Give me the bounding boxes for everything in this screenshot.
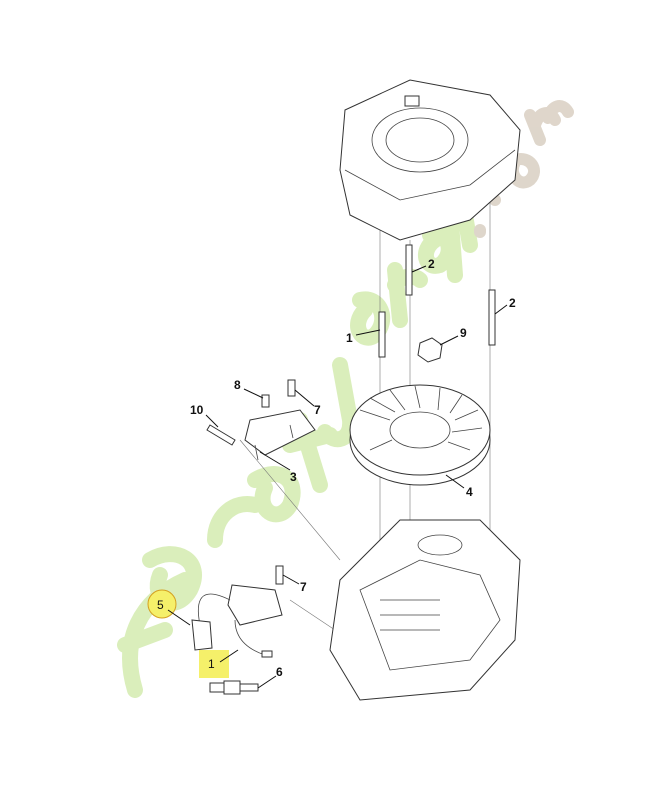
spark-plug bbox=[209, 680, 259, 695]
callout-1-coil: 1 bbox=[208, 657, 215, 671]
callout-4: 4 bbox=[466, 485, 473, 499]
callout-3: 3 bbox=[290, 470, 297, 484]
callout-8: 8 bbox=[234, 378, 241, 392]
callout-7: 7 bbox=[314, 403, 321, 417]
callout-6: 6 bbox=[276, 665, 283, 679]
callout-1: 1 bbox=[346, 331, 353, 345]
callout-2: 2 bbox=[509, 296, 516, 310]
callout-9: 9 bbox=[460, 326, 467, 340]
callout-10: 10 bbox=[190, 403, 204, 417]
ignition-bracket bbox=[244, 409, 316, 461]
engine-crankcase bbox=[329, 519, 521, 701]
blower-housing bbox=[339, 79, 521, 241]
ignition-coil bbox=[191, 584, 283, 658]
highlight-box-1 bbox=[199, 650, 229, 678]
flywheel bbox=[349, 384, 491, 486]
leader-lines bbox=[167, 265, 508, 689]
callout-5: 5 bbox=[157, 598, 164, 612]
callout-2: 2 bbox=[428, 257, 435, 271]
callout-7: 7 bbox=[300, 580, 307, 594]
stud-parts bbox=[206, 244, 496, 585]
